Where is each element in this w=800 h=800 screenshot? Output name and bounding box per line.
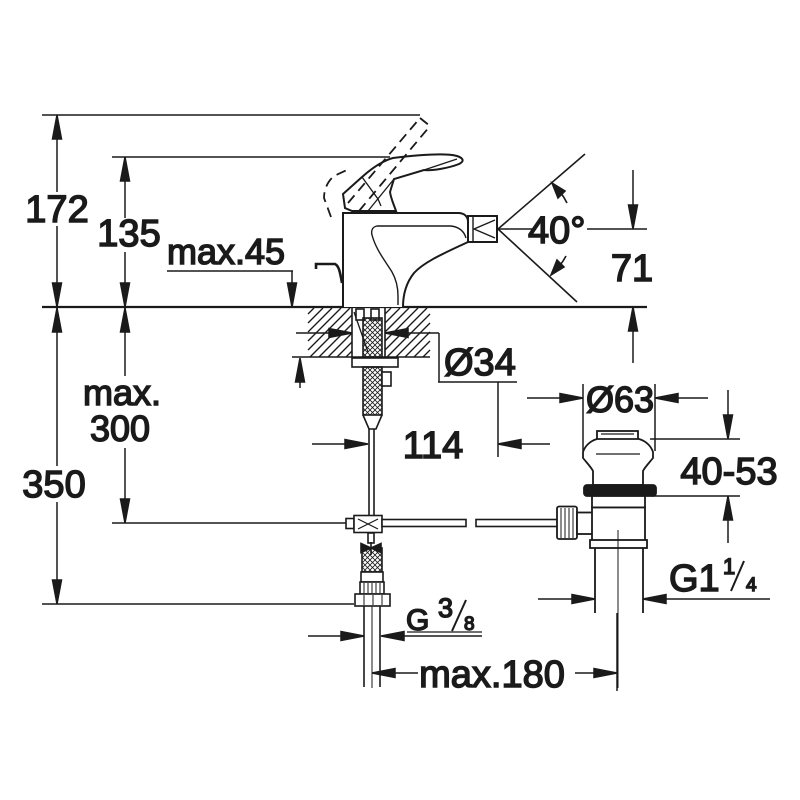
dim-71-label: 71 [611, 248, 653, 290]
dim-g38-sup: 3 [438, 593, 453, 623]
dim-max45: max.45 [166, 230, 306, 388]
handle-raised-dashed [323, 117, 431, 218]
pop-up-waste [556, 430, 657, 688]
dim-40deg-label: 40° [528, 210, 585, 252]
dim-g1-sub: 4 [746, 575, 757, 596]
dim-dia34: Ø34 [296, 327, 517, 385]
dim-g1-1-4: G1 1 4 [538, 553, 770, 605]
dim-g3-8: G 3 8 [308, 592, 482, 642]
dim-71: 71 [610, 170, 654, 363]
dim-40deg: 40° [527, 209, 586, 253]
handle-lever [341, 153, 464, 212]
dim-40-53-label: 40-53 [680, 451, 777, 493]
flex-hose [354, 547, 391, 688]
waste-flange [582, 438, 654, 486]
dim-114: 114 [312, 424, 550, 468]
dim-dia63: Ø63 [527, 378, 708, 421]
dim-40-53: 40-53 [680, 390, 778, 543]
dim-max300-label-1: max. [83, 372, 161, 413]
dim-max180-label: max.180 [419, 654, 565, 696]
waste-gasket [583, 484, 657, 497]
waste-knurled-knob [556, 505, 578, 540]
dim-max300-label-2: 300 [90, 408, 150, 449]
dim-114-label: 114 [403, 425, 464, 467]
dim-350: 350 [22, 307, 86, 605]
dim-350-label: 350 [22, 464, 85, 506]
mounting-shank [351, 308, 399, 516]
dim-g1-sup: 1 [723, 554, 735, 579]
swivel-angle-symbol [497, 153, 586, 303]
dim-dia63-label: Ø63 [586, 379, 654, 420]
dim-g38-sub: 8 [464, 614, 475, 635]
dimensions: 172 135 max.45 350 max. 300 [22, 114, 778, 697]
dim-172-label: 172 [25, 189, 88, 231]
drain-pull-lever [314, 262, 344, 284]
dim-172: 172 [25, 114, 89, 308]
dim-max45-label: max.45 [167, 231, 285, 272]
dim-max180: max.180 [371, 653, 618, 697]
dim-max300: max. 300 [82, 307, 162, 524]
dim-dia34-label: Ø34 [444, 342, 516, 384]
faucet-body [314, 212, 498, 308]
mixer-handle [323, 117, 464, 218]
dim-135: 135 [97, 156, 161, 308]
dim-135-label: 135 [97, 213, 160, 255]
body-outline [342, 212, 469, 308]
dim-g1-label: G1 [669, 558, 720, 600]
